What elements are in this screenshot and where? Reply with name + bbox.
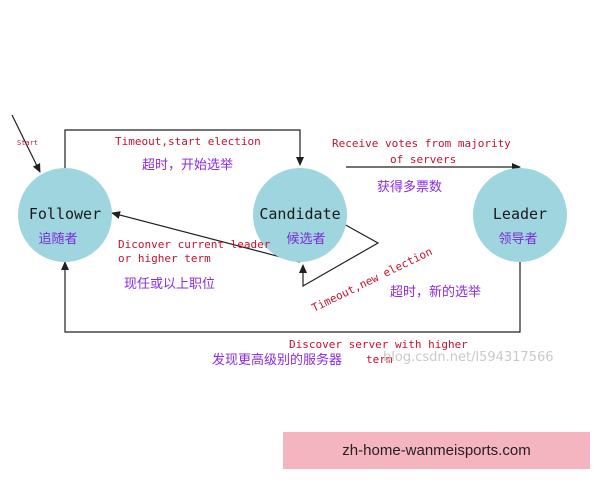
- watermark: blog.csdn.net/l594317566: [383, 350, 554, 365]
- follower-circle: [18, 168, 112, 262]
- receive-votes-label-line2: of servers: [390, 153, 456, 166]
- discover-higher-term-zh: 发现更高级别的服务器: [212, 352, 342, 368]
- start-label: Start: [17, 139, 38, 147]
- edge-timeout-start-election: [64, 129, 304, 172]
- follower-label: Follower: [29, 205, 101, 223]
- receive-votes-zh: 获得多票数: [377, 179, 442, 195]
- new-election-zh: 超时，新的选举: [390, 284, 481, 300]
- leader-sublabel: 领导者: [498, 232, 537, 247]
- timeout-start-election-zh: 超时，开始选举: [142, 158, 233, 173]
- candidate-circle: [253, 168, 347, 262]
- node-candidate: Candidate 候选者: [253, 168, 347, 262]
- site-banner: zh-home-wanmeisports.com: [283, 432, 590, 469]
- discover-higher-term-tail: term: [366, 353, 393, 366]
- follower-sublabel: 追随者: [38, 231, 77, 247]
- edge-self-new-election: [299, 222, 380, 288]
- discover-higher-term-label: Discover server with higher: [289, 338, 468, 351]
- candidate-sublabel: 候选者: [286, 232, 325, 247]
- timeout-start-election-label: Timeout,start election: [115, 135, 261, 148]
- discover-leader-zh: 现任或以上职位: [124, 277, 215, 292]
- leader-label: Leader: [493, 205, 547, 223]
- edge-discover-higher-term: [61, 261, 521, 333]
- discover-leader-label: Diconver current leader: [118, 238, 271, 251]
- receive-votes-label: Receive votes from majority: [332, 137, 511, 150]
- leader-circle: [473, 168, 567, 262]
- node-leader: Leader 领导者: [473, 168, 567, 262]
- start-arrow: [11, 114, 41, 173]
- edge-discover-leader: [111, 211, 301, 263]
- candidate-label: Candidate: [259, 205, 340, 223]
- new-election-label: Timeout,new election: [310, 245, 435, 315]
- node-follower: Follower 追随者: [18, 168, 112, 262]
- discover-leader-label-line2: or higher term: [118, 252, 211, 265]
